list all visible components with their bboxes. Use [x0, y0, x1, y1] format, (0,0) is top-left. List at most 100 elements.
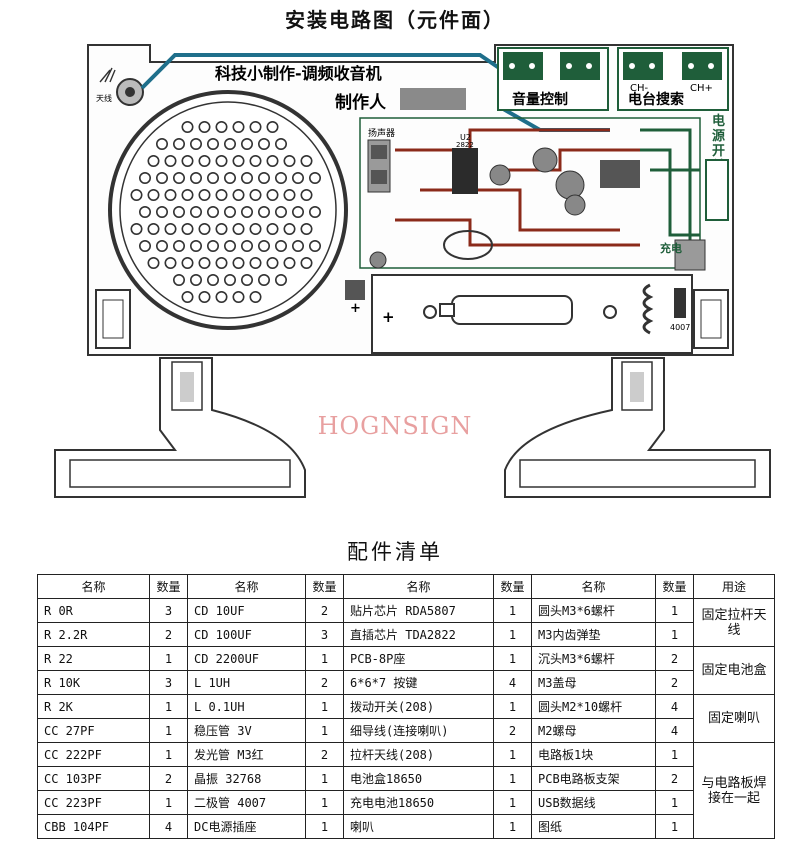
- speaker-hole: [300, 155, 313, 168]
- header-cell: 名称: [37, 574, 150, 599]
- tuning-tag-plus: CH+: [690, 83, 713, 94]
- speaker-hole: [139, 172, 152, 185]
- bom-name-cell: 电路板1块: [531, 742, 656, 767]
- page-title: 安装电路图（元件面）: [285, 8, 505, 32]
- speaker-hole: [164, 155, 177, 168]
- bom-name-cell: CD 100UF: [187, 622, 306, 647]
- speaker-hole: [215, 290, 228, 303]
- speaker-hole: [266, 155, 279, 168]
- speaker-hole: [274, 240, 287, 253]
- speaker-hole: [190, 138, 203, 151]
- speaker-hole: [181, 189, 194, 202]
- dc-jack: [674, 239, 706, 271]
- chip-label: U2: [460, 133, 471, 142]
- header-cell: 数量: [149, 574, 188, 599]
- speaker-hole: [164, 256, 177, 269]
- speaker-hole: [257, 240, 270, 253]
- diode-label: 4007: [670, 323, 690, 332]
- bom-qty-cell: 2: [305, 670, 344, 695]
- speaker-hole: [249, 290, 262, 303]
- speaker-hole: [308, 240, 321, 253]
- speaker-hole: [190, 172, 203, 185]
- speaker-hole: [173, 206, 186, 219]
- circuit-area: [359, 117, 701, 269]
- bom-qty-cell: 1: [493, 646, 532, 671]
- cap-large: [443, 230, 493, 260]
- bom-name-cell: 直插芯片 TDA2822: [343, 622, 494, 647]
- speaker-hole: [283, 256, 296, 269]
- bom-name-cell: 充电电池18650: [343, 790, 494, 815]
- bom-qty-cell: 1: [493, 790, 532, 815]
- bom-qty-cell: 1: [305, 646, 344, 671]
- speaker-label: 扬声器: [368, 127, 395, 139]
- bom-qty-cell: 1: [493, 622, 532, 647]
- speaker-hole: [198, 223, 211, 236]
- bom-name-cell: 发光管 M3红: [187, 742, 306, 767]
- bom-name-cell: 稳压管 3V: [187, 718, 306, 743]
- speaker-hole: [164, 189, 177, 202]
- speaker-hole: [266, 189, 279, 202]
- speaker-hole: [257, 273, 270, 286]
- speaker-hole: [164, 223, 177, 236]
- bom-name-cell: DC电源插座: [187, 814, 306, 839]
- speaker-hole: [207, 240, 220, 253]
- speaker-hole: [241, 273, 254, 286]
- speaker-hole: [274, 206, 287, 219]
- bom-qty-cell: 1: [655, 814, 694, 839]
- watermark: HOGNSIGN: [317, 412, 473, 440]
- bom-qty-cell: 1: [493, 598, 532, 623]
- chip-u2: [452, 148, 478, 194]
- charge-label: 充电: [660, 241, 682, 255]
- speaker-holes: [130, 121, 321, 303]
- bom-qty-cell: 1: [305, 766, 344, 791]
- speaker-hole: [215, 121, 228, 134]
- bom-name-cell: 晶振 32768: [187, 766, 306, 791]
- speaker-hole: [266, 256, 279, 269]
- speaker-hole: [198, 256, 211, 269]
- bom-name-cell: 圆头M3*6螺杆: [531, 598, 656, 623]
- speaker-hole: [156, 240, 169, 253]
- bom-qty-cell: 4: [493, 670, 532, 695]
- bom-name-cell: CC 103PF: [37, 766, 150, 791]
- bom-qty-cell: 2: [493, 718, 532, 743]
- speaker-hole: [232, 256, 245, 269]
- speaker-hole: [215, 256, 228, 269]
- bom-qty-cell: 2: [655, 766, 694, 791]
- speaker-hole: [257, 206, 270, 219]
- battery-tab: [345, 280, 365, 300]
- speaker-hole: [224, 206, 237, 219]
- bom-name-cell: 拉杆天线(208): [343, 742, 494, 767]
- led: [369, 251, 387, 269]
- bom-qty-cell: 1: [493, 814, 532, 839]
- speaker-hole: [232, 121, 245, 134]
- bom-name-cell: L 0.1UH: [187, 694, 306, 719]
- bom-title: 配件清单: [347, 540, 443, 564]
- header-cell: 名称: [187, 574, 306, 599]
- bom-name-cell: CC 27PF: [37, 718, 150, 743]
- bom-qty-cell: 2: [149, 622, 188, 647]
- bom-name-cell: 细导线(连接喇叭): [343, 718, 494, 743]
- bom-qty-cell: 1: [149, 742, 188, 767]
- bom-qty-cell: 4: [655, 694, 694, 719]
- bom-name-cell: CBB 104PF: [37, 814, 150, 839]
- speaker-hole: [198, 155, 211, 168]
- speaker-hole: [266, 223, 279, 236]
- speaker-hole: [274, 172, 287, 185]
- bom-qty-cell: 1: [655, 598, 694, 623]
- bom-name-cell: M3盖母: [531, 670, 656, 695]
- speaker-hole: [173, 138, 186, 151]
- header-cell: 数量: [493, 574, 532, 599]
- maker-redaction: [400, 88, 466, 110]
- bom-qty-cell: 1: [149, 694, 188, 719]
- speaker-hole: [198, 290, 211, 303]
- speaker-hole: [291, 172, 304, 185]
- bom-qty-cell: 1: [149, 718, 188, 743]
- chip-code: 2822: [456, 141, 474, 149]
